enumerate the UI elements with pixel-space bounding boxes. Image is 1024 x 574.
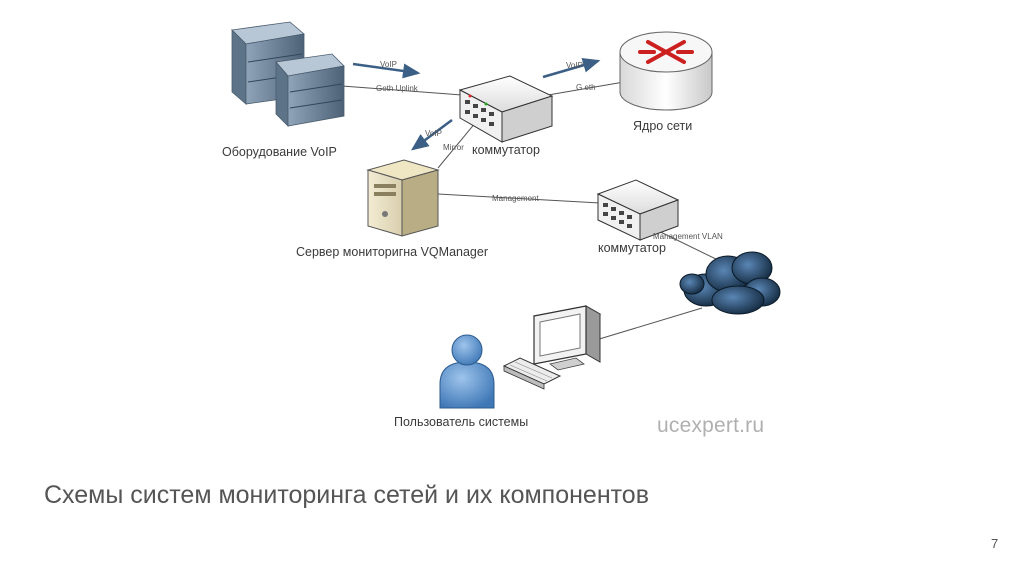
- link-switch-server: [437, 121, 477, 169]
- link-server-mgmt-switch: [437, 193, 601, 204]
- link-voip-switch: [341, 85, 463, 96]
- node-label-switch-mgmt: коммутатор: [598, 241, 666, 255]
- node-label-switch-main: коммутатор: [472, 143, 540, 157]
- edge-label-voip-1: VoIP: [380, 60, 397, 69]
- link-switch-core: [547, 81, 625, 96]
- node-label-monitoring-server: Сервер мониторигна VQManager: [296, 245, 488, 259]
- node-label-voip-equipment: Оборудование VoIP: [222, 145, 337, 159]
- keyboard-icon: [502, 357, 562, 390]
- edge-label-management-vlan: Management VLAN: [653, 232, 723, 241]
- node-label-user: Пользователь системы: [394, 415, 529, 429]
- edge-label-voip-3: VoIP: [425, 129, 442, 138]
- cloud-icon: [679, 251, 781, 315]
- edge-label-voip-2: VoIP: [566, 61, 583, 70]
- slide-title: Схемы систем мониторинга сетей и их комп…: [44, 481, 649, 509]
- page-number: 7: [991, 536, 999, 551]
- link-cloud-monitor: [595, 307, 703, 341]
- watermark: ucexpert.ru: [657, 414, 765, 437]
- voip-arrow-3: [410, 118, 453, 151]
- monitor-icon: [532, 305, 602, 371]
- server-rack-icon: [231, 21, 345, 127]
- edge-label-geth-uplink: Geth Uplink: [376, 84, 418, 93]
- user-icon: [439, 334, 495, 409]
- voip-arrow-1: [352, 62, 421, 79]
- edge-label-mirror: Mirror: [443, 143, 464, 152]
- switch-icon: [458, 75, 554, 143]
- node-label-core: Ядро сети: [633, 119, 693, 133]
- switch-icon: [596, 179, 680, 241]
- edge-label-management: Management: [492, 194, 539, 203]
- router-icon: [619, 31, 713, 111]
- edge-label-geth: G eth: [576, 83, 596, 92]
- voip-arrow-2: [542, 57, 601, 79]
- tower-server-icon: [366, 159, 440, 237]
